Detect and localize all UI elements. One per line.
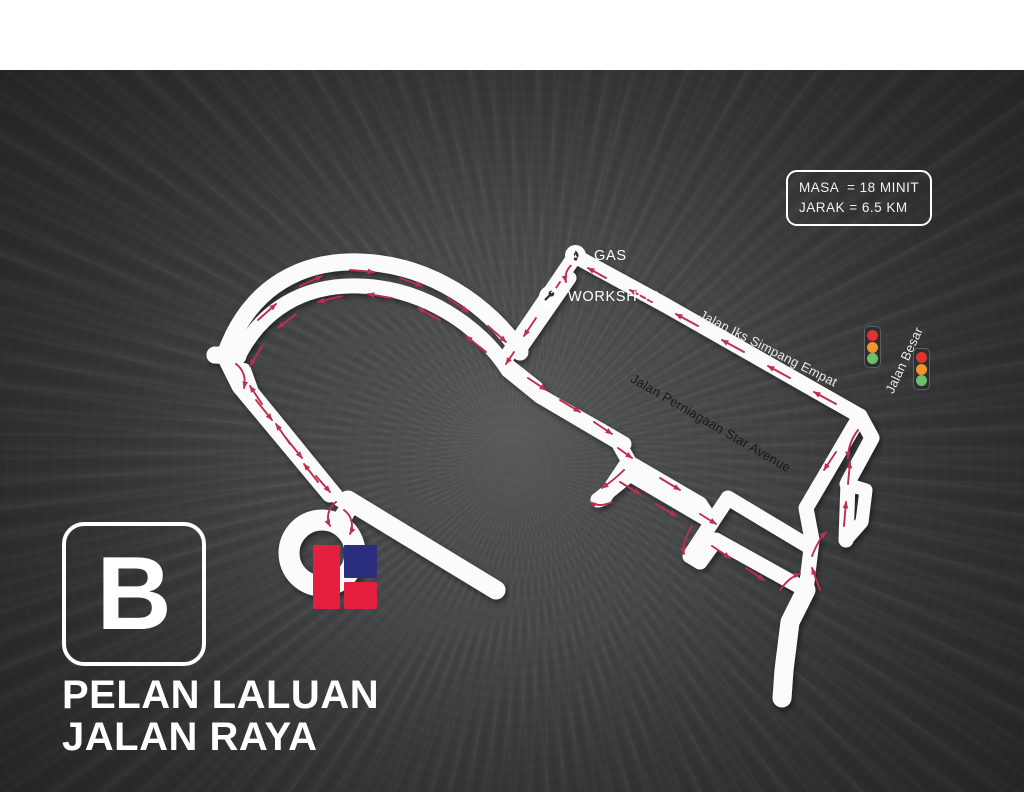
logo-block-top-right — [344, 545, 377, 578]
info-jarak: JARAK = 6.5 KM — [799, 200, 908, 215]
route-badge-letter: B — [96, 536, 172, 652]
poi-workshop[interactable]: WORKSHOP — [539, 286, 660, 307]
route-badge-b: B — [62, 522, 206, 666]
company-logo — [313, 545, 377, 609]
traffic-light-green-lamp — [916, 375, 927, 387]
road-shapes — [206, 248, 880, 708]
traffic-light-icon-2 — [913, 348, 930, 390]
page-title: PELAN LALUAN JALAN RAYA — [62, 673, 380, 760]
poi-gas-label: GAS — [594, 247, 627, 264]
direction-arrow-layer — [235, 261, 859, 591]
info-masa: MASA = 18 MINIT — [799, 180, 920, 196]
road-network — [206, 248, 880, 708]
poi-gas[interactable]: GAS — [565, 245, 627, 266]
flame-icon — [565, 245, 586, 266]
traffic-light-icon-1 — [864, 326, 881, 368]
wrench-icon — [539, 286, 560, 307]
route-map-canvas: MASA = 18 MINIT JARAK = 6.5 KM GAS WORKS… — [0, 70, 1024, 792]
logo-block-bottom-right — [344, 582, 377, 609]
route-info-box: MASA = 18 MINIT JARAK = 6.5 KM — [786, 170, 932, 226]
top-white-band — [0, 0, 1024, 70]
logo-block-left — [313, 545, 340, 609]
poi-workshop-label: WORKSHOP — [568, 288, 660, 305]
traffic-light-amber-lamp — [916, 363, 927, 375]
traffic-light-red-lamp — [867, 329, 878, 341]
traffic-light-green-lamp — [867, 353, 878, 365]
traffic-light-red-lamp — [916, 351, 927, 363]
traffic-light-amber-lamp — [867, 341, 878, 353]
